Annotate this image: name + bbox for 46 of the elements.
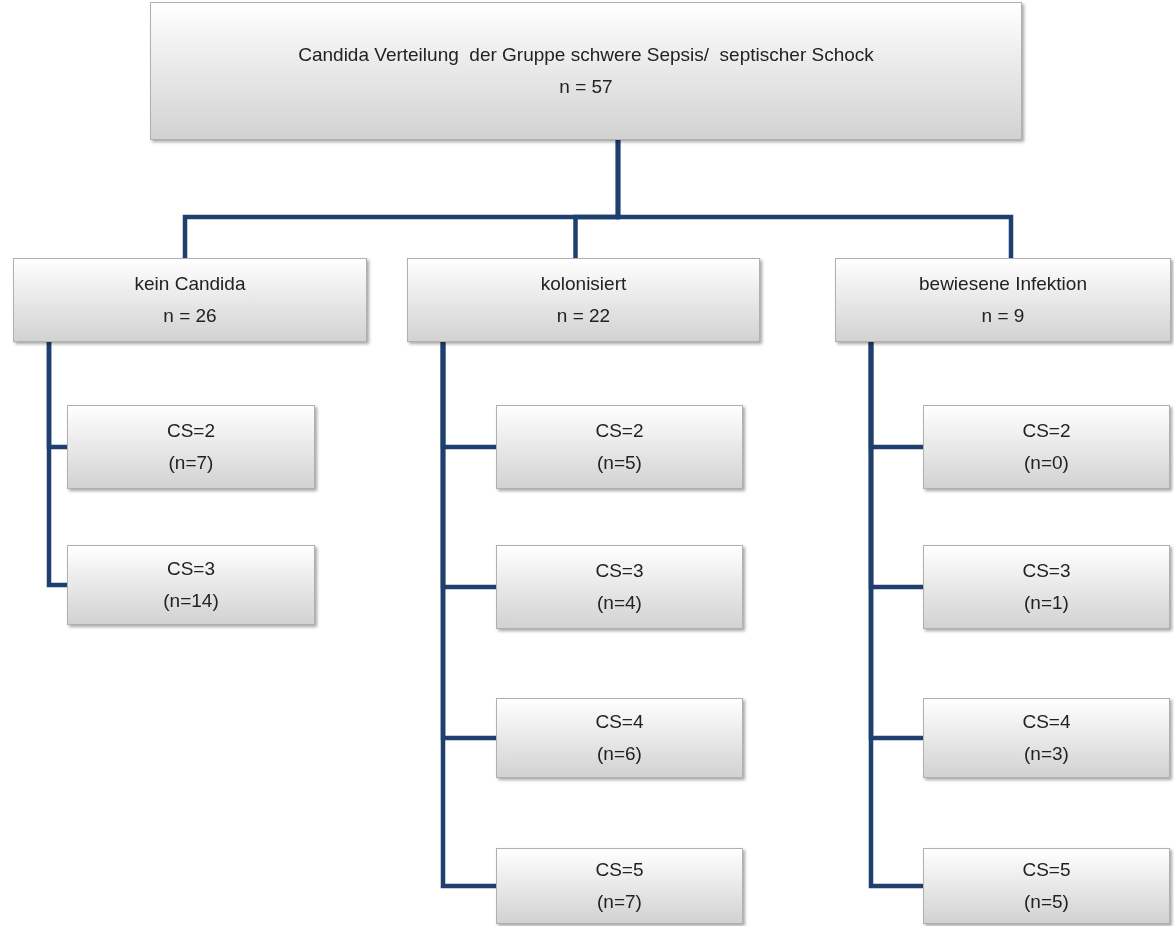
category-box: [923, 698, 1170, 778]
category-box: [835, 258, 1171, 342]
box-title: CS=3: [1021, 559, 1072, 583]
count-text: (n=3): [1023, 742, 1070, 766]
count-text: n = 22: [555, 304, 612, 328]
count-text: (n=6): [596, 742, 643, 766]
category-box: [923, 545, 1170, 629]
box-title: Candida Verteilung der Gruppe schwere Sepsis/ septischer Schock: [297, 43, 875, 67]
connector-line: [440, 342, 496, 889]
category-box: [496, 698, 743, 778]
box-title: CS=2: [165, 419, 217, 443]
box-title: CS=4: [594, 710, 645, 734]
count-text: (n=7): [167, 451, 215, 475]
connector-line: [46, 342, 67, 588]
box-title: kolonisiert: [539, 272, 628, 296]
category-box: [496, 848, 743, 924]
connector-line: [615, 140, 1014, 258]
count-text: (n=5): [1023, 890, 1070, 914]
box-title: CS=4: [1021, 710, 1072, 734]
count-text: (n=7): [596, 890, 643, 914]
category-box: [923, 405, 1170, 489]
category-box: [67, 405, 315, 489]
count-text: (n=4): [596, 591, 643, 615]
count-text: n = 57: [558, 75, 614, 99]
box-title: CS=5: [1021, 858, 1072, 882]
count-text: n = 9: [980, 304, 1026, 328]
box-title: kein Candida: [133, 272, 247, 296]
box-title: CS=3: [594, 559, 645, 583]
category-box: [496, 545, 743, 629]
count-text: (n=0): [1023, 451, 1070, 475]
count-text: n = 26: [162, 304, 218, 328]
category-box: [150, 2, 1022, 140]
category-box: [67, 545, 315, 625]
category-box: [496, 405, 743, 489]
count-text: (n=5): [596, 451, 643, 475]
box-title: bewiesene Infektion: [918, 272, 1088, 296]
box-title: CS=3: [165, 557, 217, 581]
count-text: (n=1): [1023, 591, 1070, 615]
box-title: CS=2: [594, 419, 645, 443]
category-box: [13, 258, 367, 342]
box-title: CS=5: [594, 858, 645, 882]
category-box: [407, 258, 760, 342]
count-text: (n=14): [162, 589, 220, 613]
box-title: CS=2: [1021, 419, 1072, 443]
connector-line: [868, 342, 923, 889]
category-box: [923, 848, 1170, 924]
